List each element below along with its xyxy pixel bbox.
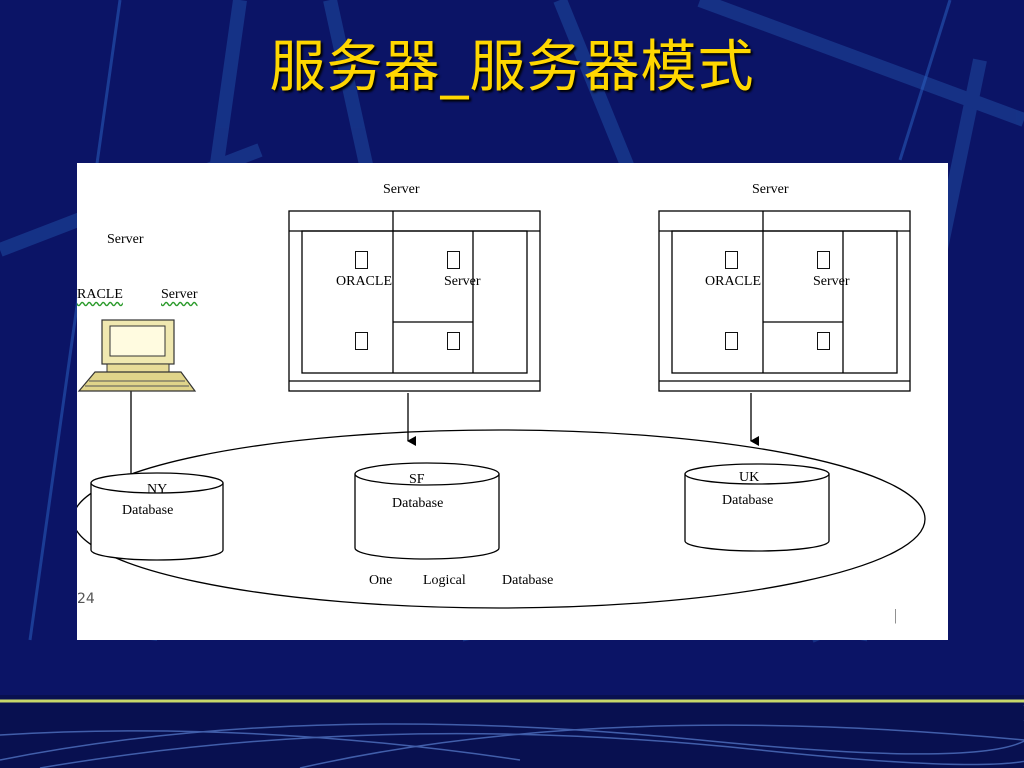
- database-cylinder-uk: [684, 463, 830, 552]
- database-cylinder-sf: [354, 462, 500, 560]
- corner-mark: |: [894, 607, 898, 624]
- db-sf-name: SF: [409, 472, 425, 487]
- placeholder-glyph-icon: [725, 251, 738, 269]
- logical-db-word-database: Database: [502, 573, 554, 588]
- server-box-left: [288, 210, 541, 392]
- placeholder-glyph-icon: [355, 251, 368, 269]
- server-right-oracle-label: ORACLE: [705, 274, 761, 289]
- logical-database-ellipse: [77, 429, 926, 609]
- server-right-title: Server: [752, 182, 789, 197]
- architecture-diagram: [77, 210, 926, 609]
- server-right-server-label: Server: [813, 274, 850, 289]
- placeholder-glyph-icon: [447, 332, 460, 350]
- db-uk-label: Database: [722, 493, 774, 508]
- placeholder-glyph-icon: [355, 332, 368, 350]
- server-box-right: [658, 210, 911, 392]
- db-sf-label: Database: [392, 496, 444, 511]
- db-uk-name: UK: [739, 470, 760, 485]
- db-ny-label: Database: [122, 503, 174, 518]
- placeholder-glyph-icon: [725, 332, 738, 350]
- client-oracle-server-label: Server: [161, 287, 198, 302]
- client-computer-icon: [77, 319, 197, 392]
- slide-title: 服务器_服务器模式: [269, 35, 755, 100]
- logical-db-word-one: One: [369, 573, 393, 588]
- client-oracle-label: RACLE: [77, 287, 123, 302]
- placeholder-glyph-icon: [817, 251, 830, 269]
- page-number: 24: [77, 591, 95, 607]
- server-left-title: Server: [383, 182, 420, 197]
- placeholder-glyph-icon: [447, 251, 460, 269]
- server-left-server-label: Server: [444, 274, 481, 289]
- placeholder-glyph-icon: [817, 332, 830, 350]
- logical-db-word-logical: Logical: [423, 573, 466, 588]
- diagram-panel: Server RACLE Server Server ORACLE Server…: [77, 163, 948, 640]
- db-ny-name: NY: [147, 482, 168, 497]
- server-left-oracle-label: ORACLE: [336, 274, 392, 289]
- client-server-label: Server: [107, 232, 144, 247]
- database-cylinder-ny: [90, 472, 224, 561]
